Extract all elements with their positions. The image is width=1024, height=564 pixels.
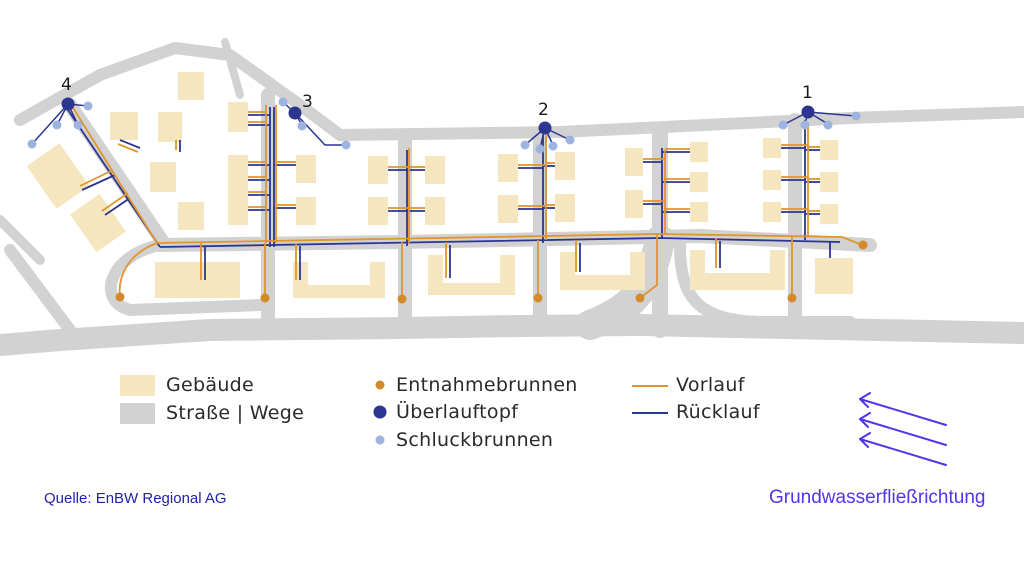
marker-label-4: 4: [61, 75, 72, 95]
marker-label-3: 3: [302, 92, 313, 112]
legend-swatch-strasse: [120, 403, 155, 424]
legend-swatch-schluck: [375, 435, 385, 445]
ueberlauftopf-4: [61, 97, 75, 111]
road-network: [0, 38, 1024, 356]
ueberlauftopf-3: [288, 106, 302, 120]
legend-entnahmebrunnen: Entnahmebrunnen: [396, 374, 578, 396]
groundwater-flow-label: Grundwasserfließrichtung: [769, 487, 986, 508]
legend-swatch-entnahme: [375, 380, 385, 390]
ueberlauftopf-2: [538, 121, 552, 135]
arrow-icon: [859, 412, 947, 446]
legend-schluckbrunnen: Schluckbrunnen: [396, 429, 554, 451]
source-credit: Quelle: EnBW Regional AG: [44, 490, 227, 507]
legend-gebaeude: Gebäude: [166, 374, 255, 396]
schluckbrunnen-points: [27, 97, 861, 154]
marker-label-2: 2: [538, 100, 549, 120]
groundwater-flow-arrows: [859, 392, 947, 466]
legend-swatches: [120, 375, 668, 445]
legend-vorlauf: Vorlauf: [676, 374, 745, 396]
arrow-icon: [859, 432, 947, 466]
marker-label-1: 1: [802, 83, 813, 103]
entnahmebrunnen-points: [115, 240, 868, 304]
buildings: [26, 72, 853, 298]
legend-ueberlauftopf: Überlauftopf: [396, 401, 519, 423]
ueberlauftopf-points: [61, 97, 815, 135]
legend-ruecklauf: Rücklauf: [676, 401, 760, 423]
arrow-icon: [859, 392, 947, 426]
ueberlauftopf-1: [801, 105, 815, 119]
pipes-vorlauf: [71, 105, 863, 299]
legend-swatch-ueberlauf: [373, 405, 387, 419]
legend-swatch-gebaeude: [120, 375, 155, 396]
legend-strasse: Straße | Wege: [166, 402, 305, 424]
